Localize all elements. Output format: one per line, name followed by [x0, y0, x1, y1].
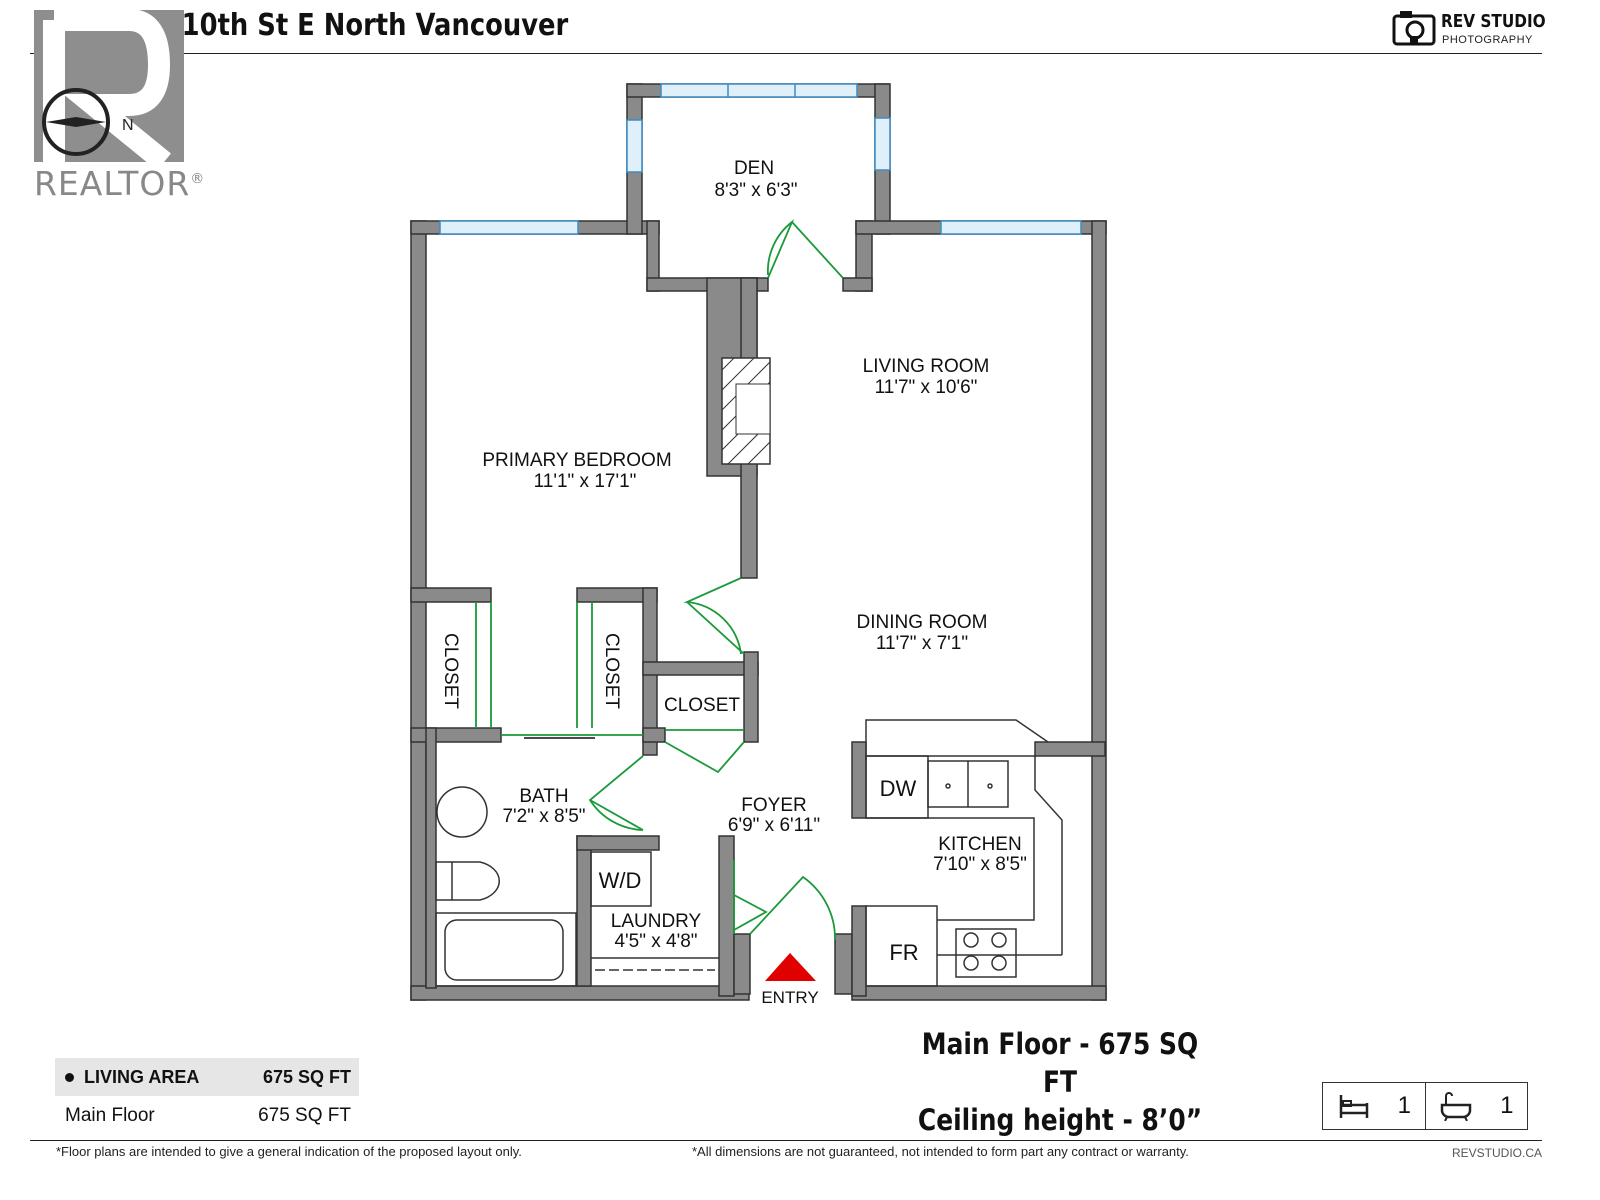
wall-laundry-left — [576, 835, 592, 987]
closet-hall-label: CLOSET — [664, 695, 740, 716]
room-counts: 1 1 — [1322, 1082, 1528, 1130]
entry-label: ENTRY — [761, 988, 818, 1007]
floor-area-text: Main Floor - 675 SQ FT — [921, 1027, 1199, 1099]
room-dims-living: 11'7" x 10'6" — [875, 377, 978, 398]
living-area-table: LIVING AREA 675 SQ FT Main Floor 675 SQ … — [55, 1058, 359, 1136]
brand-name: REV STUDIO — [1441, 11, 1546, 32]
living-area-value: 675 SQ FT — [262, 1066, 351, 1087]
room-name-dining: DINING ROOM — [857, 612, 988, 633]
walls — [410, 83, 1107, 1001]
floor-summary: Main Floor - 675 SQ FT Ceiling height - … — [880, 1025, 1240, 1139]
washer-dryer-label: W/D — [599, 868, 642, 893]
wall-bath-top-left — [410, 727, 502, 743]
bathroom-count-cell: 1 — [1424, 1083, 1528, 1129]
website-label: REVSTUDIO.CA — [1452, 1146, 1543, 1160]
dishwasher-label: DW — [880, 776, 917, 801]
bathtub-icon — [1440, 1092, 1472, 1121]
room-dims-foyer: 6'9" x 6'11" — [728, 815, 820, 836]
closet-left-label: CLOSET — [440, 633, 461, 709]
wall-hall-closet-top — [642, 661, 759, 676]
wall-bottom-right — [851, 985, 1107, 1001]
bullet-icon — [65, 1073, 74, 1083]
windows — [439, 83, 1082, 235]
wall-right-exterior — [1091, 220, 1107, 1001]
disclaimer-layout: *Floor plans are intended to give a gene… — [56, 1144, 522, 1159]
wall-kitchen-lower — [851, 905, 867, 997]
brand-subtitle: PHOTOGRAPHY — [1442, 34, 1533, 46]
bedroom-count-cell: 1 — [1323, 1083, 1425, 1129]
room-name-bedroom: PRIMARY BEDROOM — [482, 450, 671, 471]
room-name-living: LIVING ROOM — [863, 356, 990, 377]
kitchen-counters — [865, 719, 1063, 987]
bed-icon — [1339, 1095, 1368, 1118]
room-name-bath: BATH — [519, 786, 568, 807]
closet-middle-label: CLOSET — [601, 633, 622, 709]
living-area-label: LIVING AREA — [84, 1066, 200, 1087]
wall-laundry-right — [718, 835, 735, 997]
room-dims-laundry: 4'5" x 4'8" — [614, 931, 697, 952]
header-divider — [30, 53, 1542, 54]
wall-den-bottom-right — [842, 277, 873, 292]
room-dims-den: 8'3" x 6'3" — [714, 180, 797, 201]
wall-bottom-left — [410, 985, 750, 1001]
fridge-label: FR — [889, 940, 918, 965]
realtor-logo-text: REALTOR® — [34, 164, 206, 203]
floor-area-value: 675 SQ FT — [258, 1105, 351, 1126]
svg-text:N: N — [122, 117, 134, 134]
ceiling-height-text: Ceiling height - 8’0” — [917, 1103, 1203, 1137]
room-name-kitchen: KITCHEN — [938, 834, 1021, 855]
wall-bath-left — [425, 727, 437, 989]
wall-kitchen-upper — [851, 741, 867, 819]
room-name-den: DEN — [734, 158, 774, 179]
living-area-header: LIVING AREA 675 SQ FT — [55, 1058, 359, 1096]
wall-laundry-top — [576, 835, 660, 851]
bedroom-count: 1 — [1397, 1092, 1411, 1119]
bathroom-count: 1 — [1500, 1092, 1514, 1119]
wall-left-exterior — [410, 220, 427, 1001]
room-dims-kitchen: 7'10" x 8'5" — [933, 854, 1027, 875]
table-row: Main Floor 675 SQ FT — [55, 1096, 359, 1136]
wall-closet-top-left — [410, 587, 492, 603]
doors — [475, 219, 844, 941]
wall-entry-left — [733, 933, 751, 995]
disclaimer-dimensions: *All dimensions are not guaranteed, not … — [692, 1144, 1189, 1159]
room-dims-bedroom: 11'1" x 17'1" — [534, 471, 637, 492]
fireplace-hatch — [721, 357, 771, 465]
wall-hall-closet-right — [743, 651, 759, 743]
room-dims-bath: 7'2" x 8'5" — [502, 806, 585, 827]
camera-logo-icon — [1392, 11, 1436, 46]
room-dims-dining: 11'7" x 7'1" — [876, 633, 968, 654]
entry-arrow-icon — [765, 953, 816, 981]
room-name-foyer: FOYER — [741, 795, 806, 816]
realtor-logo-icon: N — [34, 10, 184, 165]
wall-kitchen-top-right — [1034, 741, 1106, 757]
footer-divider — [30, 1140, 1542, 1141]
wall-bath-top-right — [642, 727, 666, 743]
wall-entry-right — [834, 933, 853, 995]
floor-name: Main Floor — [65, 1105, 155, 1126]
bath-fixtures — [435, 786, 719, 987]
room-name-laundry: LAUNDRY — [611, 911, 702, 932]
